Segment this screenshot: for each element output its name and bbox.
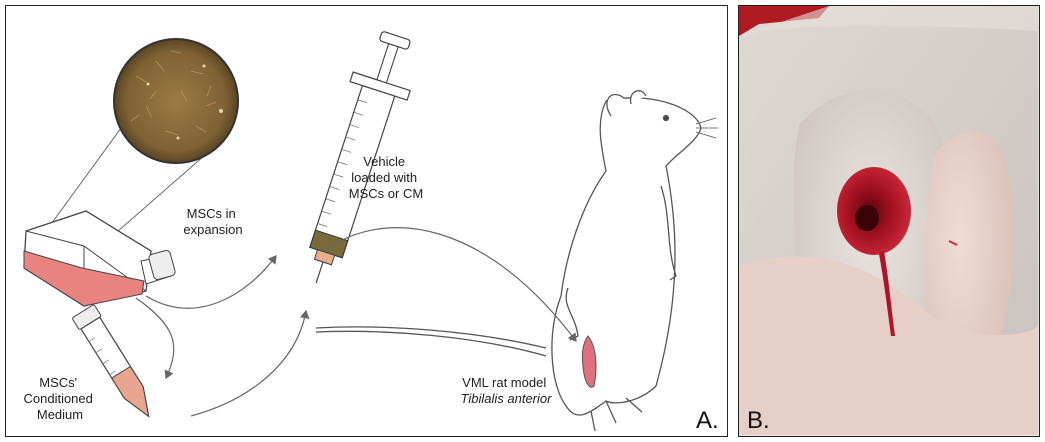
label-conditioned-medium: MSCs' Conditioned Medium — [23, 375, 96, 422]
label-vml-model: VML rat model Tibilalis anterior — [461, 375, 553, 406]
schematic-svg: MSCs in expansion Vehicle loaded with MS… — [6, 6, 726, 435]
culture-flask — [24, 211, 176, 306]
panel-a-letter: A. — [696, 407, 719, 434]
label-mscs-expansion: MSCs in expansion — [183, 206, 242, 237]
muscle-defect-core — [855, 205, 879, 231]
panel-a-schematic: MSCs in expansion Vehicle loaded with MS… — [5, 5, 728, 437]
panel-b-photo: B. — [738, 5, 1040, 437]
wound-photo-svg: B. — [739, 6, 1038, 435]
panel-b-letter: B. — [747, 407, 770, 434]
